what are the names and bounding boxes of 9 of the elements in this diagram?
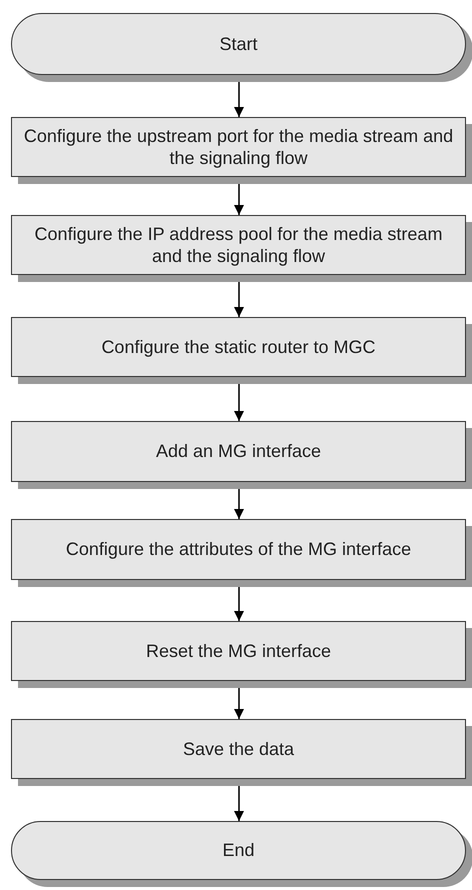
step-text: Reset the MG interface	[146, 640, 332, 662]
step-text: Add an MG interface	[156, 440, 322, 463]
step-text: Configure the IP address pool for the media stream and the signaling flow	[34, 222, 444, 268]
step-text: Configure the upstream port for the media stream and the signaling flow	[22, 124, 454, 170]
step-text: Save the data	[182, 738, 294, 760]
step-text: Configure the attributes of the MG interface	[66, 538, 412, 561]
step-text: Start	[219, 32, 258, 56]
step-text: End	[222, 839, 255, 862]
step-text: Configure the static router to MGC	[101, 336, 376, 358]
